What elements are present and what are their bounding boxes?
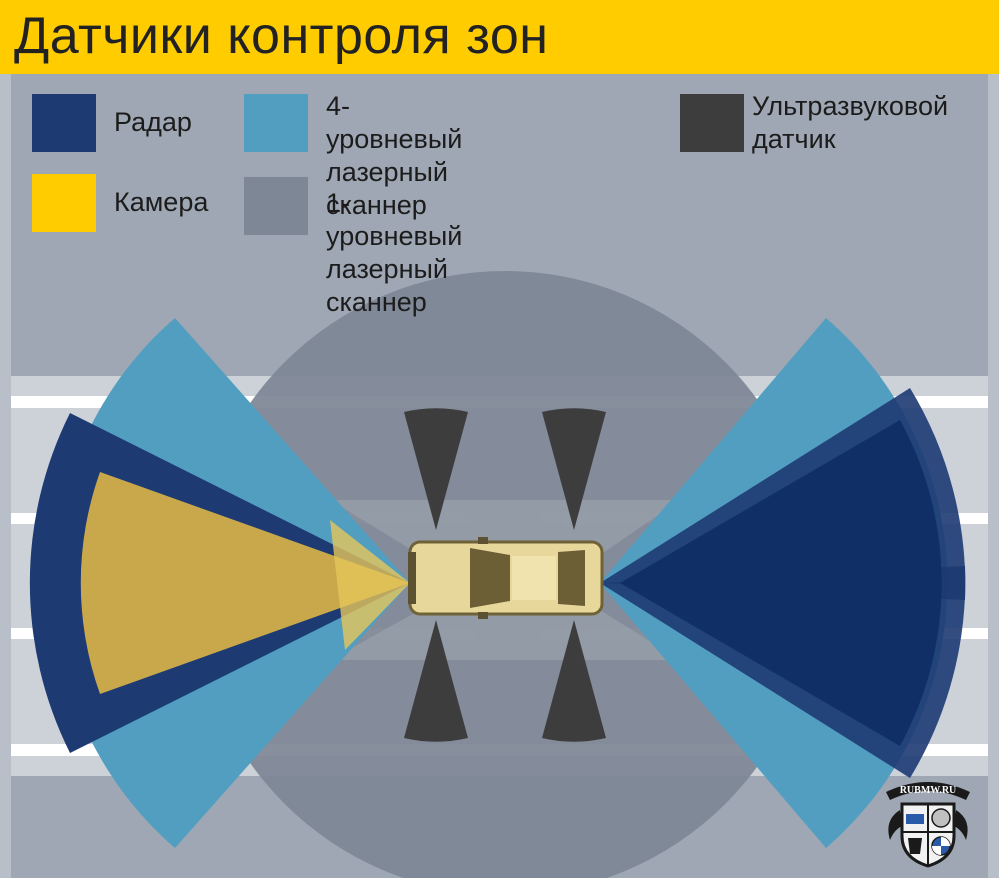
legend-label-laser1: 1-уровневый лазерный сканнер (326, 188, 463, 317)
car (408, 537, 604, 619)
ultrasonic-front-bottom (404, 620, 468, 742)
front-camera-zone (80, 472, 410, 694)
left-border (0, 74, 11, 878)
legend: Радар 4-уровневый лазерный сканнер Ультр… (0, 74, 999, 317)
watermark-wing-left (888, 810, 902, 840)
watermark-wing-right (954, 810, 968, 840)
legend-swatch-laser4 (244, 94, 308, 152)
watermark-text: RUBMW.RU (900, 785, 957, 796)
legend-swatch-radar (32, 94, 96, 152)
page-title: Датчики контроля зон (14, 7, 549, 65)
car-front-bumper (408, 552, 416, 604)
ultrasonic-rear-bottom (542, 620, 606, 742)
car-rear-window (558, 550, 585, 606)
right-border (988, 74, 999, 878)
legend-label-radar: Радар (114, 107, 192, 137)
watermark-banner (886, 782, 970, 800)
legend-label-laser4: 4-уровневый лазерный сканнер (326, 91, 463, 220)
legend-label-ultrasonic: Ультразвуковой датчик (752, 91, 949, 154)
ultrasonic-rear-top (542, 408, 606, 530)
legend-label-camera: Камера (114, 187, 209, 217)
legend-swatch-ultrasonic (680, 94, 744, 152)
legend-swatch-camera (32, 174, 96, 232)
watermark-emblem-top (931, 808, 951, 828)
ultrasonic-front-top (404, 408, 468, 530)
watermark-logo: RUBMW.RU (886, 782, 970, 868)
watermark-m-stripe (906, 814, 924, 824)
laser1-inner-band (330, 500, 680, 660)
car-roof (512, 556, 556, 600)
car-windshield (470, 548, 510, 608)
ultrasonic-zones (404, 408, 606, 742)
title-bar: Датчики контроля зон (0, 0, 999, 74)
watermark-bmw-quarters (932, 837, 950, 855)
legend-swatch-laser1 (244, 177, 308, 235)
car-mirror-bottom (478, 612, 488, 619)
rear-radar-core (620, 420, 942, 746)
watermark-eagle (908, 838, 922, 854)
camera-ray (330, 520, 410, 650)
car-mirror-top (478, 537, 488, 544)
